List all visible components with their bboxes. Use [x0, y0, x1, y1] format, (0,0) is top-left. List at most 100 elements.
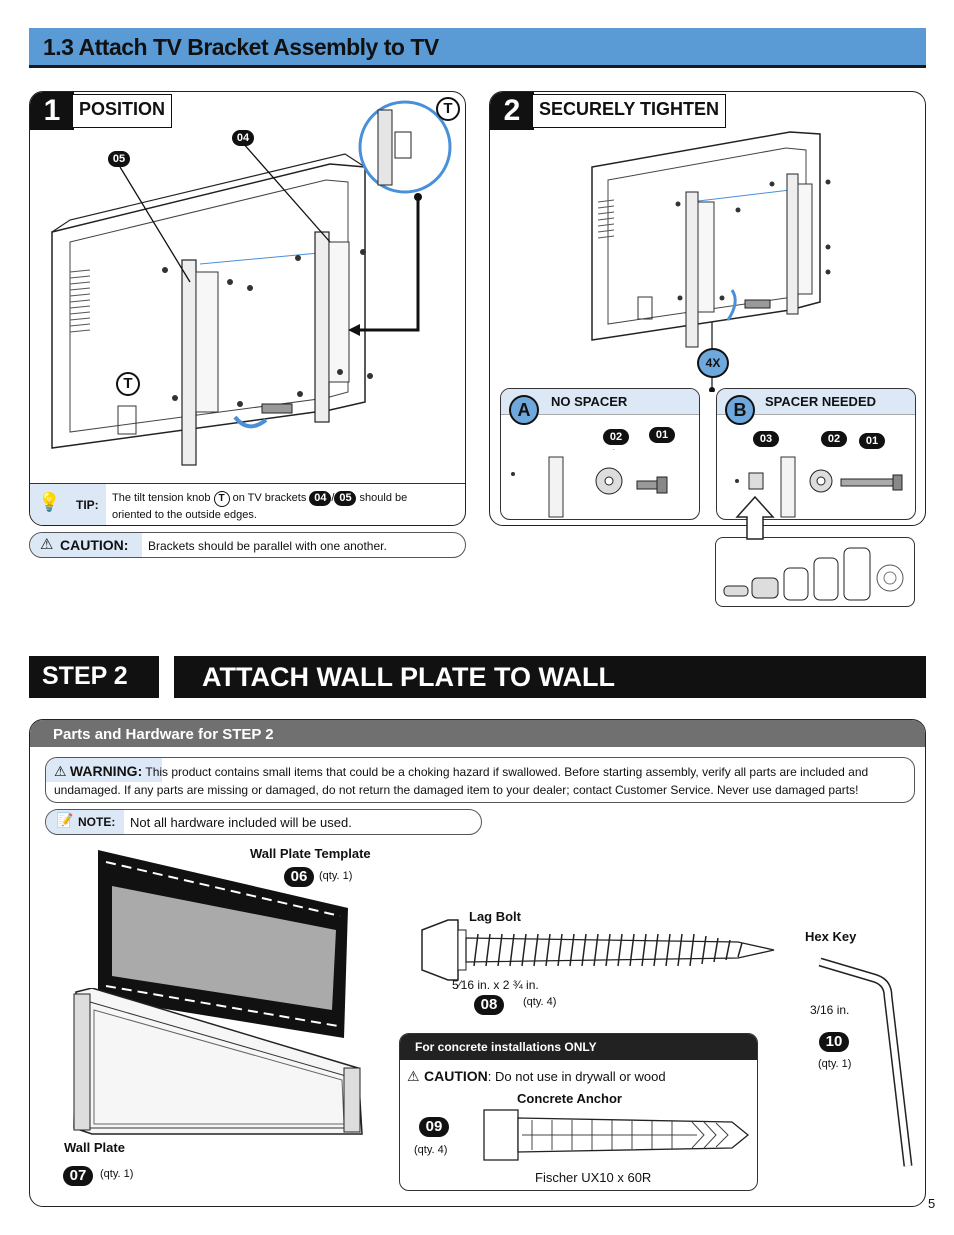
- tip-slash: /: [331, 492, 335, 504]
- tip-part-04: 04: [309, 491, 332, 506]
- wall-plate-template-illustration: [98, 850, 348, 1038]
- option-b-part-03: 03: [753, 431, 779, 447]
- warning-box: ⚠ WARNING: This product contains small i…: [45, 757, 915, 803]
- caution-brackets: ⚠ CAUTION: Brackets should be parallel w…: [29, 532, 466, 558]
- option-a-title: NO SPACER: [551, 394, 628, 409]
- wall-plate-template-part: 06: [284, 867, 314, 887]
- hex-key-part: 10: [819, 1032, 849, 1052]
- tip-text-a: The tilt tension knob: [112, 492, 211, 504]
- lag-bolt-size: 5⁄16 in. x 2 ¾ in.: [452, 978, 539, 992]
- tip-part-05: 05: [334, 491, 357, 506]
- lightbulb-icon: 💡: [38, 492, 61, 512]
- warning-label: WARNING:: [69, 763, 143, 779]
- warning-triangle-icon: ⚠: [407, 1068, 420, 1084]
- warning-text-c: and undamaged. If any parts are missing …: [54, 765, 869, 797]
- option-b-part-01: 01: [859, 433, 885, 449]
- concrete-box: For concrete installations ONLY ⚠ CAUTIO…: [399, 1033, 758, 1191]
- section-header: 1.3 Attach TV Bracket Assembly to TV: [29, 28, 926, 68]
- wall-plate-illustration: [73, 988, 363, 1135]
- panel-position: 1 POSITION: [29, 91, 466, 526]
- step2-title-box: ATTACH WALL PLATE TO WALL: [174, 656, 926, 698]
- t-knob-icon: T: [213, 491, 230, 507]
- concrete-anchor-model: Fischer UX10 x 60R: [535, 1170, 652, 1185]
- option-a-box: A NO SPACER 02 01: [500, 388, 700, 520]
- caution-label: CAUTION:: [60, 537, 129, 553]
- hex-key-size: 3/16 in.: [810, 1003, 850, 1017]
- note-text: Not all hardware included will be used.: [130, 815, 352, 830]
- concrete-caution-label: CAUTION: [424, 1068, 488, 1084]
- tv-bracket-illustration: [51, 100, 452, 466]
- concrete-anchor-illustration: [483, 1109, 750, 1161]
- wall-plate-qty: (qty. 1): [100, 1168, 134, 1180]
- tv-tighten-illustration: [591, 131, 831, 392]
- t-marker-zoom: T: [436, 97, 460, 121]
- option-a-letter: A: [509, 395, 539, 425]
- hex-key-name: Hex Key: [805, 929, 857, 944]
- part-badge-04: 04: [232, 130, 254, 146]
- lag-bolt-illustration: [421, 919, 775, 981]
- step-number-2: 2: [490, 92, 534, 130]
- concrete-caution-text: : Do not use in drywall or wood: [487, 1069, 666, 1084]
- parts-header: Parts and Hardware for STEP 2: [30, 720, 925, 747]
- option-a-part-02: 02: [603, 429, 629, 445]
- warning-text: ⚠ WARNING: This product contains small i…: [54, 762, 914, 799]
- concrete-header: For concrete installations ONLY: [400, 1034, 757, 1060]
- tip-text-d: oriented to the outside edges.: [112, 509, 257, 521]
- tip-text-b: on TV brackets: [232, 492, 307, 504]
- securely-tighten-label: SECURELY TIGHTEN: [532, 94, 727, 128]
- warning-label-area: [46, 758, 162, 782]
- step2-label-box: STEP 2: [29, 656, 159, 698]
- lag-bolt-qty: (qty. 4): [523, 996, 557, 1008]
- concrete-caution: ⚠ CAUTION: Do not use in drywall or wood: [407, 1068, 752, 1088]
- position-label: POSITION: [72, 94, 173, 128]
- part-badge-05: 05: [108, 151, 130, 167]
- concrete-anchor-part: 09: [419, 1117, 449, 1137]
- caution-label-area: ⚠ CAUTION:: [30, 533, 142, 557]
- lag-bolt-part: 08: [474, 995, 504, 1015]
- option-a-part-01: 01: [649, 427, 675, 443]
- concrete-anchor-name: Concrete Anchor: [517, 1091, 622, 1106]
- note-box: 📝 NOTE: Not all hardware included will b…: [45, 809, 482, 835]
- spacer-sizes-illustration: [723, 547, 904, 601]
- tip-text: The tilt tension knob T on TV brackets 0…: [112, 490, 462, 523]
- note-label-area: 📝 NOTE:: [46, 810, 124, 834]
- tip-bar: 💡 TIP: The tilt tension knob T on TV bra…: [30, 483, 465, 525]
- concrete-header-text: For concrete installations ONLY: [415, 1040, 597, 1054]
- option-b-box: B SPACER NEEDED 03 02 01: [716, 388, 916, 520]
- step2-label: STEP 2: [42, 662, 128, 690]
- wall-plate-name: Wall Plate: [64, 1140, 125, 1155]
- wall-plate-template-qty: (qty. 1): [319, 870, 353, 882]
- note-label: NOTE:: [78, 815, 116, 829]
- tip-label-area: 💡 TIP:: [30, 484, 106, 525]
- hex-key-qty: (qty. 1): [818, 1058, 852, 1070]
- spacer-options-box: [715, 537, 915, 607]
- lag-bolt-name: Lag Bolt: [469, 909, 521, 924]
- option-b-hardware: [735, 456, 903, 518]
- warning-text-b: Before starting assembly, verify all par…: [564, 765, 845, 779]
- parts-panel: Parts and Hardware for STEP 2 ⚠ WARNING:…: [29, 719, 926, 1207]
- tip-label: TIP:: [76, 498, 99, 512]
- step2-title: ATTACH WALL PLATE TO WALL: [202, 662, 615, 692]
- tip-text-c: should be: [359, 492, 408, 504]
- section-title: 1.3 Attach TV Bracket Assembly to TV: [43, 34, 439, 60]
- hex-key-illustration: [818, 957, 913, 1167]
- option-a-hardware: [511, 449, 668, 518]
- parts-header-text: Parts and Hardware for STEP 2: [53, 726, 274, 743]
- panel-securely-tighten: 2 SECURELY TIGHTEN 4X A NO SPACER 02: [489, 91, 926, 526]
- warning-triangle-icon: ⚠: [40, 536, 54, 553]
- warning-text-a: This product contains small items that c…: [145, 765, 561, 779]
- wall-plate-template-name: Wall Plate Template: [250, 846, 371, 861]
- caution-text: Brackets should be parallel with one ano…: [148, 539, 387, 553]
- count-badge: 4X: [697, 348, 729, 378]
- note-icon: 📝: [56, 812, 74, 828]
- option-b-title: SPACER NEEDED: [765, 394, 877, 409]
- option-b-letter: B: [725, 395, 755, 425]
- spacer-pointer-arrow: [735, 495, 775, 540]
- page-number: 5: [928, 1196, 936, 1211]
- step-number-1: 1: [30, 92, 74, 130]
- t-marker-bracket: T: [116, 372, 140, 396]
- warning-triangle-icon: ⚠: [54, 763, 67, 779]
- concrete-anchor-qty: (qty. 4): [414, 1144, 448, 1156]
- wall-plate-part: 07: [63, 1166, 93, 1186]
- option-b-part-02: 02: [821, 431, 847, 447]
